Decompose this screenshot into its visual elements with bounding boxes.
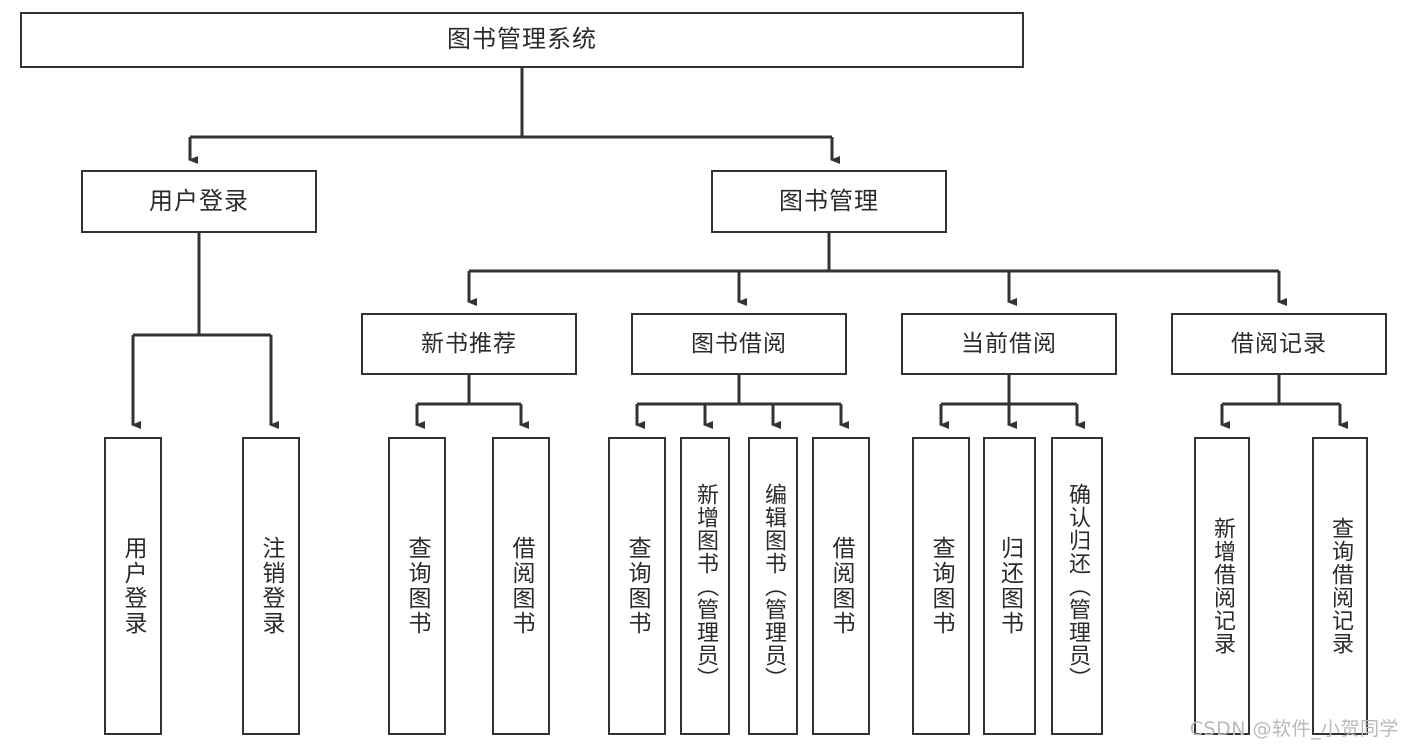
leaf-edit-book-admin[interactable]: 编辑图书（管理员）	[748, 437, 798, 735]
leaf-edit-book-admin-label: 编辑图书（管理员）	[760, 482, 786, 690]
leaf-add-book-admin[interactable]: 新增图书（管理员）	[680, 437, 730, 735]
leaf-query-borrowing-record[interactable]: 查询借阅记录	[1312, 437, 1368, 735]
leaf-return-book[interactable]: 归还图书	[983, 437, 1036, 735]
leaf-add-book-admin-label: 新增图书（管理员）	[692, 482, 718, 690]
leaf-logout-label: 注销登录	[258, 536, 285, 636]
node-user-login-label: 用户登录	[149, 186, 249, 215]
node-root[interactable]: 图书管理系统	[20, 12, 1024, 68]
leaf-logout[interactable]: 注销登录	[242, 437, 300, 735]
leaf-borrow-book-borrowing[interactable]: 借阅图书	[812, 437, 870, 735]
leaf-user-login-label: 用户登录	[120, 536, 147, 636]
leaf-query-book-current-label: 查询图书	[928, 536, 955, 636]
watermark: CSDN @软件_小贺同学	[1189, 718, 1399, 740]
node-borrowing-record[interactable]: 借阅记录	[1171, 313, 1387, 375]
leaf-borrow-book-recommend-label: 借阅图书	[508, 536, 535, 636]
leaf-borrow-book-borrowing-label: 借阅图书	[828, 536, 855, 636]
node-book-management-label: 图书管理	[779, 186, 879, 215]
node-new-book-recommendation-label: 新书推荐	[421, 330, 517, 357]
leaf-add-borrowing-record[interactable]: 新增借阅记录	[1194, 437, 1250, 735]
leaf-borrow-book-recommend[interactable]: 借阅图书	[492, 437, 550, 735]
leaf-query-book-recommend-label: 查询图书	[404, 536, 431, 636]
leaf-add-borrowing-record-label: 新增借阅记录	[1209, 517, 1235, 655]
leaf-query-book-borrowing-label: 查询图书	[624, 536, 651, 636]
node-borrowing-record-label: 借阅记录	[1231, 330, 1327, 357]
node-book-borrowing-label: 图书借阅	[691, 330, 787, 357]
leaf-return-book-label: 归还图书	[996, 536, 1023, 636]
leaf-query-book-recommend[interactable]: 查询图书	[388, 437, 446, 735]
node-user-login[interactable]: 用户登录	[81, 170, 317, 233]
node-root-label: 图书管理系统	[447, 25, 597, 54]
leaf-confirm-return-admin-label: 确认归还（管理员）	[1064, 482, 1090, 690]
leaf-query-borrowing-record-label: 查询借阅记录	[1327, 517, 1353, 655]
node-current-borrowing-label: 当前借阅	[961, 330, 1057, 357]
leaf-confirm-return-admin[interactable]: 确认归还（管理员）	[1051, 437, 1103, 735]
leaf-query-book-current[interactable]: 查询图书	[912, 437, 970, 735]
node-book-management[interactable]: 图书管理	[711, 170, 947, 233]
node-new-book-recommendation[interactable]: 新书推荐	[361, 313, 577, 375]
leaf-query-book-borrowing[interactable]: 查询图书	[608, 437, 666, 735]
node-book-borrowing[interactable]: 图书借阅	[631, 313, 847, 375]
leaf-user-login[interactable]: 用户登录	[104, 437, 162, 735]
node-current-borrowing[interactable]: 当前借阅	[901, 313, 1117, 375]
